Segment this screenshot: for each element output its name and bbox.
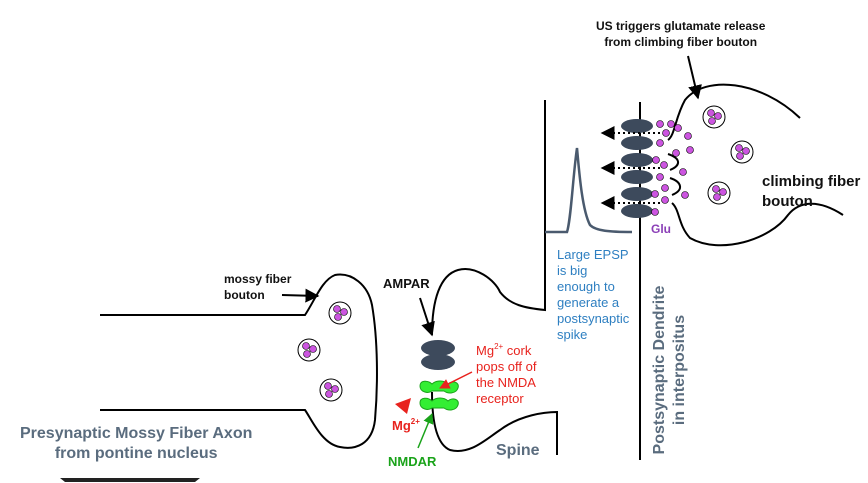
ampar-receptor: [421, 354, 455, 370]
vesicle: [319, 378, 343, 402]
vesicle: [328, 301, 352, 325]
large-epsp-line: is big: [557, 263, 588, 278]
ampar-label: AMPAR: [383, 276, 430, 291]
epsp-trace: [545, 147, 633, 234]
spine-label: Spine: [496, 442, 540, 459]
spine-neck-outline: [431, 391, 558, 455]
mg-cork-text: cork: [503, 343, 532, 358]
vesicle: [730, 140, 754, 164]
mg-cork-arrow: [439, 371, 473, 389]
large-epsp-label: Large EPSP is big enough to generate a p…: [557, 247, 629, 343]
mg-charge: 2+: [410, 416, 420, 426]
axon-taper: [60, 478, 200, 482]
climbing-fiber-line: climbing fiber: [762, 173, 861, 190]
us-triggers-label: US triggers glutamate release from climb…: [596, 18, 765, 50]
mg-cork-line: pops off of: [476, 359, 537, 374]
large-epsp-line: enough to: [557, 279, 615, 294]
climbing-fiber-line: bouton: [762, 193, 813, 210]
large-epsp-line: postsynaptic: [557, 311, 630, 326]
mossy-fiber-bouton-label: mossy fiber bouton: [224, 271, 291, 303]
mg-cork-line: receptor: [476, 391, 524, 406]
mg-charge: 2+: [494, 341, 504, 351]
ampar-receptor: [421, 340, 455, 356]
vesicle: [707, 181, 731, 205]
climbing-fiber-bouton-label: climbing fiber bouton: [762, 172, 860, 212]
presynaptic-axon-line: Presynaptic Mossy Fiber Axon: [20, 425, 253, 442]
mossy-fiber-line: mossy fiber: [224, 272, 292, 286]
postsynaptic-dendrite-line: Postsynaptic Dendrite: [651, 285, 668, 455]
glutamate-molecule: [651, 120, 694, 216]
mg-cork-line: the NMDA: [476, 375, 536, 390]
nmdar-receptor: [419, 380, 459, 394]
us-label-arrow: [687, 55, 702, 100]
mg-symbol: Mg: [476, 343, 495, 358]
spine-outline: [431, 100, 546, 336]
nmdar-receptor: [419, 397, 459, 411]
mossy-fiber-axon-outline: [100, 273, 378, 449]
large-epsp-line: spike: [557, 327, 588, 342]
nmdar-label: NMDAR: [388, 454, 437, 469]
large-epsp-line: Large EPSP: [557, 247, 629, 262]
nmdar-label-arrow: [417, 413, 434, 449]
postsynaptic-dendrite-label: Postsynaptic Dendrite in interpositus: [650, 260, 690, 480]
vesicle: [702, 105, 726, 129]
mossy-fiber-line: bouton: [224, 288, 265, 302]
mg-ion-label: Mg2+: [392, 416, 420, 433]
mossy-label-arrow: [281, 288, 320, 303]
ampar-receptor-stack: [621, 119, 653, 218]
presynaptic-axon-line: from pontine nucleus: [54, 445, 218, 462]
mg-symbol: Mg: [392, 418, 411, 433]
postsynaptic-dendrite-line: in interpositus: [671, 314, 688, 426]
large-epsp-line: generate a: [557, 295, 620, 310]
mg-ion-triangle: [395, 398, 411, 414]
presynaptic-axon-label: Presynaptic Mossy Fiber Axon from pontin…: [20, 424, 252, 464]
vesicle: [297, 338, 321, 362]
ampar-label-arrow: [419, 297, 435, 337]
us-triggers-line: from climbing fiber bouton: [604, 35, 758, 49]
glu-label: Glu: [651, 222, 671, 236]
mg-cork-line: Mg2+ cork: [476, 341, 536, 359]
mg-cork-label: Mg2+ cork pops off of the NMDA receptor: [476, 341, 537, 407]
climbing-fiber-bouton-outline: [667, 83, 844, 247]
us-triggers-line: US triggers glutamate release: [596, 19, 766, 33]
